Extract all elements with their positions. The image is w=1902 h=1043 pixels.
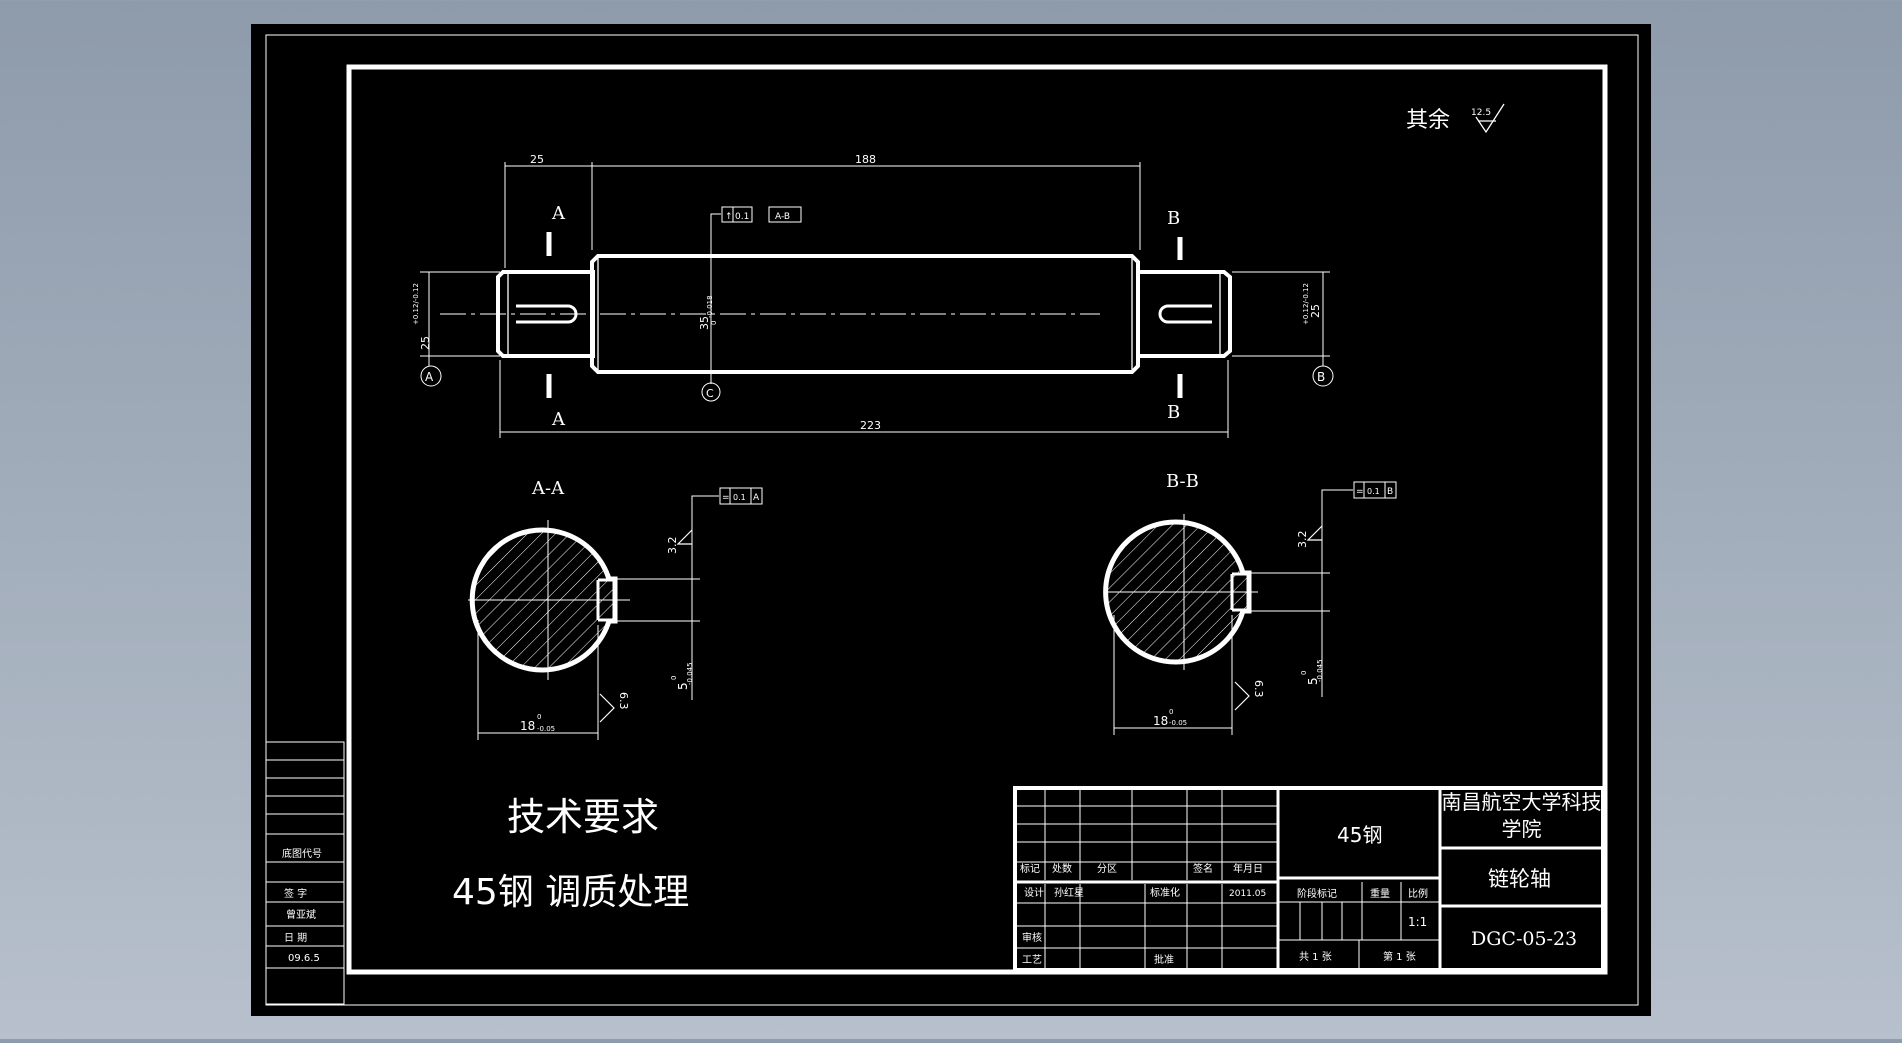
tb-label-scale: 比例 (1408, 887, 1428, 900)
section-aa-width-tol-lower: -0.05 (537, 725, 555, 733)
section-bb-frame-symbol: = (1356, 487, 1364, 497)
section-aa-title: A-A (531, 478, 565, 499)
tb-material: 45钢 (1337, 823, 1382, 847)
section-bb-width: 18 (1153, 714, 1168, 728)
side-date-value: 09.6.5 (288, 953, 320, 964)
frame-top-datum: A-B (775, 212, 790, 222)
surface-note-value: 12.5 (1471, 108, 1491, 118)
section-bb-width-tol-upper: 0 (1169, 708, 1173, 716)
drawing-frame (346, 64, 1608, 975)
side-signer: 曾亚斌 (286, 908, 316, 921)
section-bb-title: B-B (1166, 471, 1199, 492)
dim-left-diameter: 25 (419, 336, 432, 350)
tech-req-body: 45钢 调质处理 (452, 872, 689, 913)
datum-c: C (706, 387, 714, 400)
side-block: 底图代号 签 字 曾亚斌 日 期 09.6.5 (265, 741, 345, 1005)
roughness-aa-top-icon (676, 529, 693, 545)
section-bb-rough-bottom: 6.3 (1252, 680, 1265, 698)
section-mark-b-top: B (1167, 208, 1180, 229)
title-block: 标记 处数 分区 签名 年月日 设计 孙红星 标准化 2011.05 审核 工艺… (1013, 786, 1605, 972)
dim-right-tol: +0.12/-0.12 (1302, 283, 1310, 325)
left-keyway (516, 304, 578, 324)
dim-middle-length: 188 (855, 153, 876, 166)
tb-label-process: 工艺 (1022, 954, 1042, 966)
roughness-aa-bottom-icon (599, 693, 615, 723)
tb-scale-value: 1:1 (1408, 915, 1427, 929)
tb-sheet-no: 第 1 张 (1383, 950, 1416, 963)
tb-label-sign: 签名 (1193, 862, 1213, 875)
right-journal (1136, 270, 1232, 358)
tb-label-design: 设计 (1024, 886, 1044, 899)
dim-left-tol: +0.12/-0.12 (412, 283, 420, 325)
roughness-bb-top-icon (1306, 525, 1323, 541)
tb-label-weight: 重量 (1370, 887, 1390, 900)
section-aa-frame-datum: A (753, 493, 760, 503)
section-aa-width-tol-upper: 0 (537, 713, 541, 721)
roughness-bb-bottom-icon (1234, 681, 1250, 711)
section-aa-width: 18 (520, 719, 535, 733)
datum-b: B (1317, 370, 1325, 384)
tb-label-review: 审核 (1022, 931, 1042, 944)
shaft-main-view: A A B B 25 188 223 25 +0.12/-0.12 A 35 0… (412, 153, 1334, 438)
tb-label-approve: 批准 (1154, 953, 1174, 966)
frame-top-value: 0.1 (735, 212, 749, 222)
tb-label-date: 年月日 (1233, 862, 1263, 875)
dim-mid-diameter: 35 (698, 316, 711, 330)
tb-design-date: 2011.05 (1229, 889, 1266, 899)
tb-label-zone: 分区 (1097, 863, 1117, 875)
dim-left-step: 25 (530, 153, 544, 166)
surface-note: 其余 (1406, 108, 1450, 133)
section-aa-rough-top: 3.2 (666, 537, 679, 555)
section-aa-rough-bottom: 6.3 (617, 692, 630, 710)
section-bb-key-tol-upper: 0 (1300, 671, 1308, 675)
tb-label-standard: 标准化 (1150, 886, 1180, 899)
section-mark-b-bottom: B (1167, 402, 1180, 423)
dim-mid-tol-lower: -0.018 (706, 295, 714, 318)
datum-c-circle (701, 382, 721, 402)
dim-right-diameter: 25 (1309, 304, 1322, 318)
side-date-label: 日 期 (284, 932, 307, 944)
roughness-symbol-icon (1475, 103, 1505, 134)
section-mark-a-top: A (551, 203, 566, 224)
section-aa-view: A-A 18 0 -0.05 5 0 -0.045 3.2 6.3 = 0.1 … (468, 478, 763, 740)
section-aa-frame-value: 0.1 (733, 493, 746, 502)
section-bb-width-tol-lower: -0.05 (1169, 719, 1187, 727)
tb-part-name: 链轮轴 (1488, 867, 1551, 891)
section-bb-view: B-B 18 0 -0.05 5 0 -0.045 3.2 6.3 = 0.1 … (1103, 471, 1397, 735)
datum-a: A (425, 370, 434, 384)
section-aa-key: 5 (676, 682, 690, 690)
tb-label-count: 处数 (1052, 862, 1072, 875)
side-signature: 签 字 (284, 887, 307, 900)
frame-top-symbol: ↑ (725, 212, 733, 222)
datum-b-circle (1312, 365, 1334, 387)
paper (251, 24, 1651, 1016)
datum-a-circle (420, 365, 442, 387)
section-bb-key-tol-lower: -0.045 (1316, 659, 1324, 682)
tb-label-mark: 标记 (1020, 863, 1040, 875)
side-base-code: 底图代号 (282, 847, 322, 860)
section-mark-a-bottom: A (551, 409, 566, 430)
dim-mid-tol-upper: 0 (710, 321, 718, 325)
section-aa-key-tol-lower: -0.045 (686, 662, 694, 685)
trim-border (265, 34, 1639, 1006)
dim-total-length: 223 (860, 419, 881, 432)
section-aa-frame-symbol: = (722, 493, 730, 503)
section-bb-frame-value: 0.1 (1367, 487, 1380, 496)
tb-drawing-no: DGC-05-23 (1471, 928, 1577, 950)
tb-designer: 孙红星 (1054, 886, 1084, 899)
section-bb-key: 5 (1306, 677, 1320, 685)
section-aa-key-tol-upper: 0 (670, 676, 678, 680)
tb-label-stage: 阶段标记 (1297, 887, 1337, 900)
tb-school: 南昌航空大学科技学院 (1441, 790, 1602, 841)
tech-req-title: 技术要求 (507, 795, 659, 839)
section-bb-rough-top: 3.2 (1296, 531, 1309, 549)
tb-sheets-total: 共 1 张 (1299, 951, 1332, 963)
section-bb-frame-datum: B (1387, 487, 1393, 497)
right-keyway (1158, 304, 1212, 324)
